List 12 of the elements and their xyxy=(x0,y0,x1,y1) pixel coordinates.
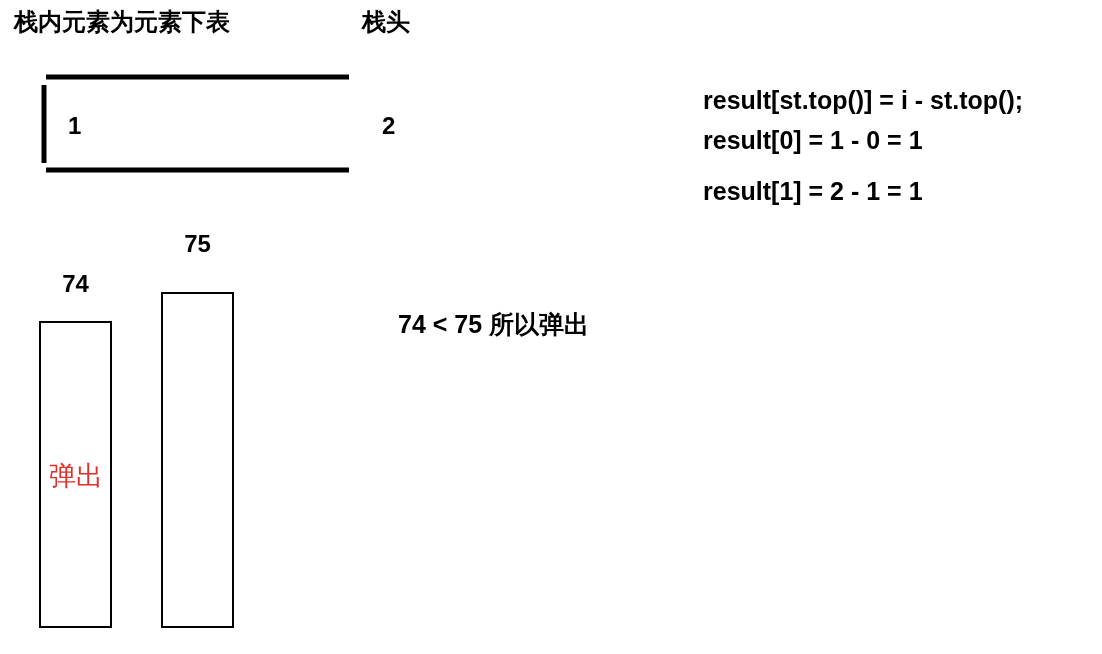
code-line: result[st.top()] = i - st.top(); xyxy=(703,88,1024,113)
heading-text: 栈内元素为元素下表 xyxy=(14,10,230,34)
comparison-note: 74 < 75 所以弹出 xyxy=(398,312,590,337)
stack-top-value: 2 xyxy=(382,114,396,138)
value-label: 74 xyxy=(61,272,90,296)
pop-label: 弹出 xyxy=(47,463,104,490)
code-line: result[0] = 1 - 0 = 1 xyxy=(703,128,923,153)
code-line: result[1] = 2 - 1 = 1 xyxy=(703,179,923,204)
stack-drawing xyxy=(40,74,352,174)
heading-text: 栈头 xyxy=(362,10,410,34)
stack-element: 1 xyxy=(68,114,82,138)
value-label: 75 xyxy=(183,232,212,256)
